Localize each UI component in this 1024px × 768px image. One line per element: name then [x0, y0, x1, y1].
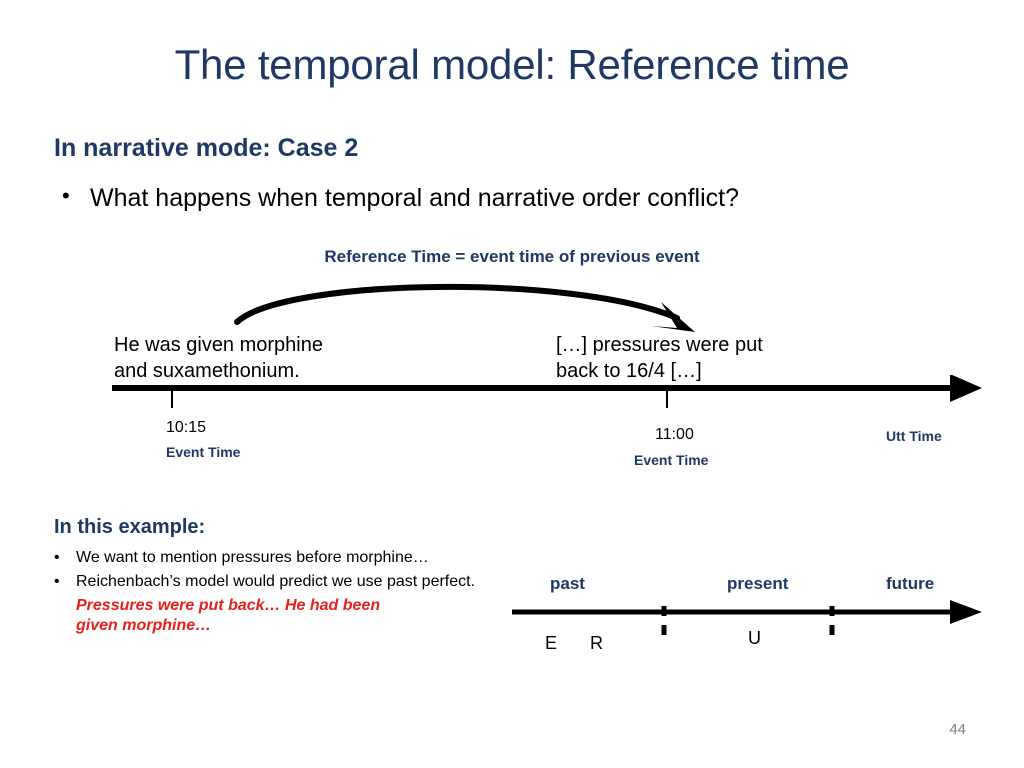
event-sentence-right-line2: back to 16/4 […] [556, 360, 702, 383]
red-emphasis-note-line2: given morphine… [76, 617, 212, 634]
list-item-text: We want to mention pressures before morp… [76, 549, 429, 566]
section-subheading: In narrative mode: Case 2 [54, 134, 359, 162]
tick-label-event-1-time: 10:15 [166, 419, 207, 436]
list-item-text: Reichenbach’s model would predict we use… [76, 573, 476, 590]
timeline-axis-main [112, 375, 982, 408]
era-label-present: present [727, 574, 789, 593]
red-emphasis-note: Pressures were put back… He had been giv… [76, 596, 504, 636]
main-bullet: • What happens when temporal and narrati… [62, 183, 962, 213]
bullet-marker-icon: • [62, 183, 70, 208]
tick-sublabel-event-1: Event Time [166, 444, 241, 460]
list-item: • Reichenbach’s model would predict we u… [54, 572, 504, 592]
event-sentence-left-line2: and suxamethonium. [114, 360, 300, 383]
narrative-order-arrow-icon [234, 284, 695, 332]
event-sentence-left: He was given morphine and suxamethonium. [114, 332, 323, 385]
era-label-past: past [550, 574, 585, 593]
event-sentence-left-line1: He was given morphine [114, 334, 323, 356]
bullet-marker-icon: • [54, 549, 60, 566]
tick-sublabel-event-2: Event Time [634, 452, 709, 468]
list-item: • We want to mention pressures before mo… [54, 548, 504, 568]
marker-label-E: E [545, 633, 558, 653]
main-bullet-text: What happens when temporal and narrative… [90, 184, 739, 212]
red-emphasis-note-line1: Pressures were put back… He had been [76, 597, 381, 614]
page-number: 44 [949, 721, 966, 738]
page-title: The temporal model: Reference time [174, 41, 850, 88]
timeline-axis-tense [512, 600, 982, 638]
event-sentence-right: […] pressures were put back to 16/4 […] [556, 332, 763, 385]
tick-label-event-2-time: 11:00 [655, 426, 694, 443]
in-this-example-heading: In this example: [54, 516, 206, 538]
marker-label-U: U [748, 628, 761, 648]
era-label-future: future [886, 574, 935, 593]
marker-label-R: R [590, 633, 603, 653]
event-sentence-right-line1: […] pressures were put [556, 334, 763, 356]
tick-sublabel-utterance-time: Utt Time [886, 428, 942, 444]
reference-time-caption: Reference Time = event time of previous … [324, 247, 700, 266]
example-bullet-list: • We want to mention pressures before mo… [54, 548, 504, 636]
bullet-marker-icon: • [54, 573, 60, 590]
